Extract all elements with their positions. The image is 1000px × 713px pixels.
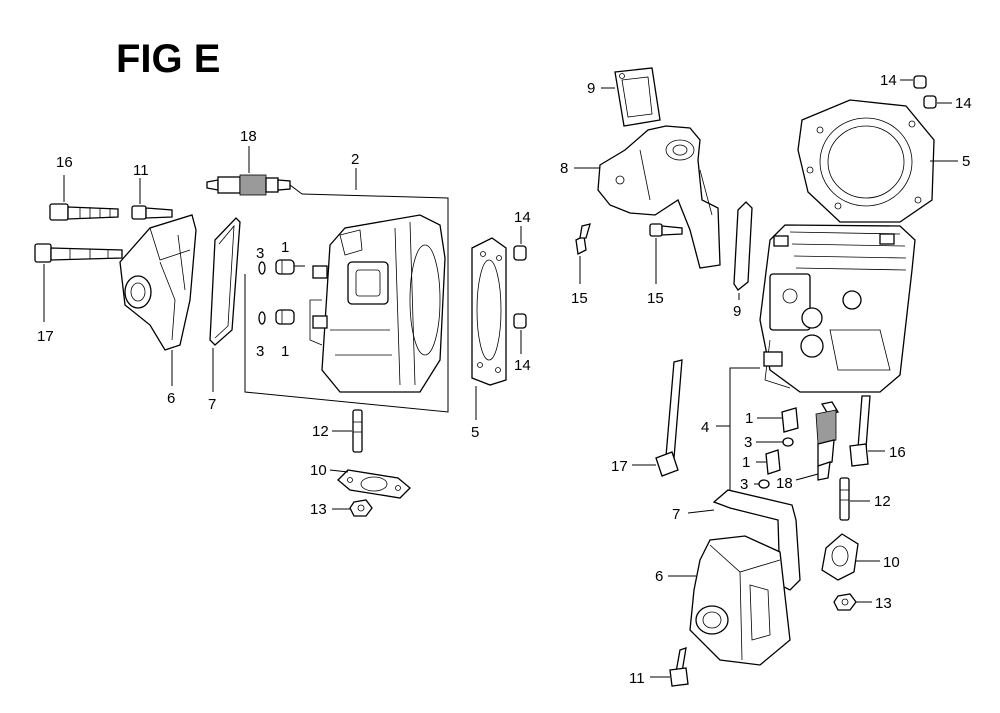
part-10-flange-right (821, 533, 859, 581)
part-1-valve-guide-upper (275, 259, 295, 275)
callout-5-right: 5 (962, 153, 970, 170)
part-3-cotter-upper (258, 261, 266, 275)
callout-7-right: 7 (672, 506, 680, 523)
part-17-bolt-right (655, 359, 683, 477)
callout-18-left: 18 (240, 128, 257, 145)
callout-9-lower: 9 (733, 303, 741, 320)
callout-1-lower-left: 1 (281, 343, 289, 360)
callout-1-upper-left: 1 (281, 239, 289, 256)
callout-14-upper-left: 14 (514, 209, 531, 226)
part-9-gasket-lower (733, 201, 753, 291)
callout-17-left: 17 (37, 328, 54, 345)
callout-14-bottom-right: 14 (955, 95, 972, 112)
part-6-rocker-cover (119, 214, 197, 351)
part-14-dowel-bottom (923, 95, 937, 109)
part-3-cotter-lower (258, 311, 266, 325)
part-cylinder-head-right (759, 224, 916, 393)
part-9-exhaust-gasket (614, 67, 661, 127)
callout-3-upper-left: 3 (256, 245, 264, 262)
part-17-long-bolt (34, 243, 123, 263)
part-14-dowel-top (913, 75, 927, 89)
part-11-bolt (131, 205, 173, 220)
part-16-bolt-right (849, 395, 871, 467)
callout-10-right: 10 (883, 554, 900, 571)
callout-4: 4 (701, 419, 709, 436)
callout-1-lower-right: 1 (742, 454, 750, 471)
callout-15-left: 15 (571, 290, 588, 307)
callout-5-left: 5 (471, 424, 479, 441)
part-12-stud-right (839, 477, 850, 521)
callout-3-upper-right: 3 (744, 434, 752, 451)
callout-8: 8 (560, 160, 568, 177)
part-1-valve-guide-lower (275, 309, 295, 325)
part-1-guide-right-lower (765, 449, 781, 475)
part-6-cover-right (689, 535, 791, 666)
part-8-exhaust-guard (597, 125, 721, 269)
figure-title: FIG E (116, 37, 220, 81)
part-3-cotter-right-lower (758, 479, 770, 489)
part-13-nut-right (833, 593, 857, 611)
callout-7-left: 7 (208, 396, 216, 413)
part-5-head-gasket (471, 237, 507, 386)
callout-16-right: 16 (889, 444, 906, 461)
part-3-cotter-right-upper (782, 437, 794, 447)
callout-2: 2 (351, 151, 359, 168)
callout-11-right: 11 (629, 670, 645, 687)
part-16-flange-bolt (49, 203, 119, 221)
part-11-bolt-right (669, 647, 689, 687)
part-12-stud-bolt (352, 409, 363, 453)
callout-1-upper-right: 1 (745, 410, 753, 427)
callout-3-lower-right: 3 (740, 476, 748, 493)
part-10-insulator-gasket (337, 469, 411, 499)
part-18-spark-plug-right (815, 401, 840, 481)
part-4-bracket-lines (716, 367, 760, 490)
callout-17-right: 17 (611, 458, 628, 475)
part-5-head-gasket-right (797, 99, 935, 223)
callout-3-lower-left: 3 (256, 343, 264, 360)
callout-11-left: 11 (133, 162, 149, 179)
part-13-nut (349, 499, 373, 517)
callout-14-top-right: 14 (880, 72, 897, 89)
part-15-bolt-right (649, 223, 683, 237)
callout-12-left: 12 (312, 423, 329, 440)
part-7-gasket (209, 217, 241, 346)
callout-13-left: 13 (310, 501, 327, 518)
part-14-dowel-upper (513, 245, 527, 261)
callout-16-left: 16 (56, 154, 73, 171)
callout-6-right: 6 (655, 568, 663, 585)
callout-18-right: 18 (776, 475, 793, 492)
part-2-bracket-lines (244, 168, 449, 413)
part-15-bolt-left (575, 223, 591, 255)
callout-13-right: 13 (875, 595, 892, 612)
callout-12-right: 12 (874, 493, 891, 510)
callout-9-upper: 9 (587, 80, 595, 97)
callout-10-left: 10 (310, 462, 327, 479)
part-7-cover-gasket (712, 489, 801, 591)
callout-14-lower-left: 14 (514, 357, 531, 374)
callout-15-right: 15 (647, 290, 664, 307)
part-2-cylinder-head (309, 214, 446, 393)
part-18-spark-plug (206, 174, 291, 196)
part-1-guide-right-upper (781, 407, 799, 433)
part-14-dowel-lower (513, 313, 527, 329)
callout-6-left: 6 (167, 390, 175, 407)
